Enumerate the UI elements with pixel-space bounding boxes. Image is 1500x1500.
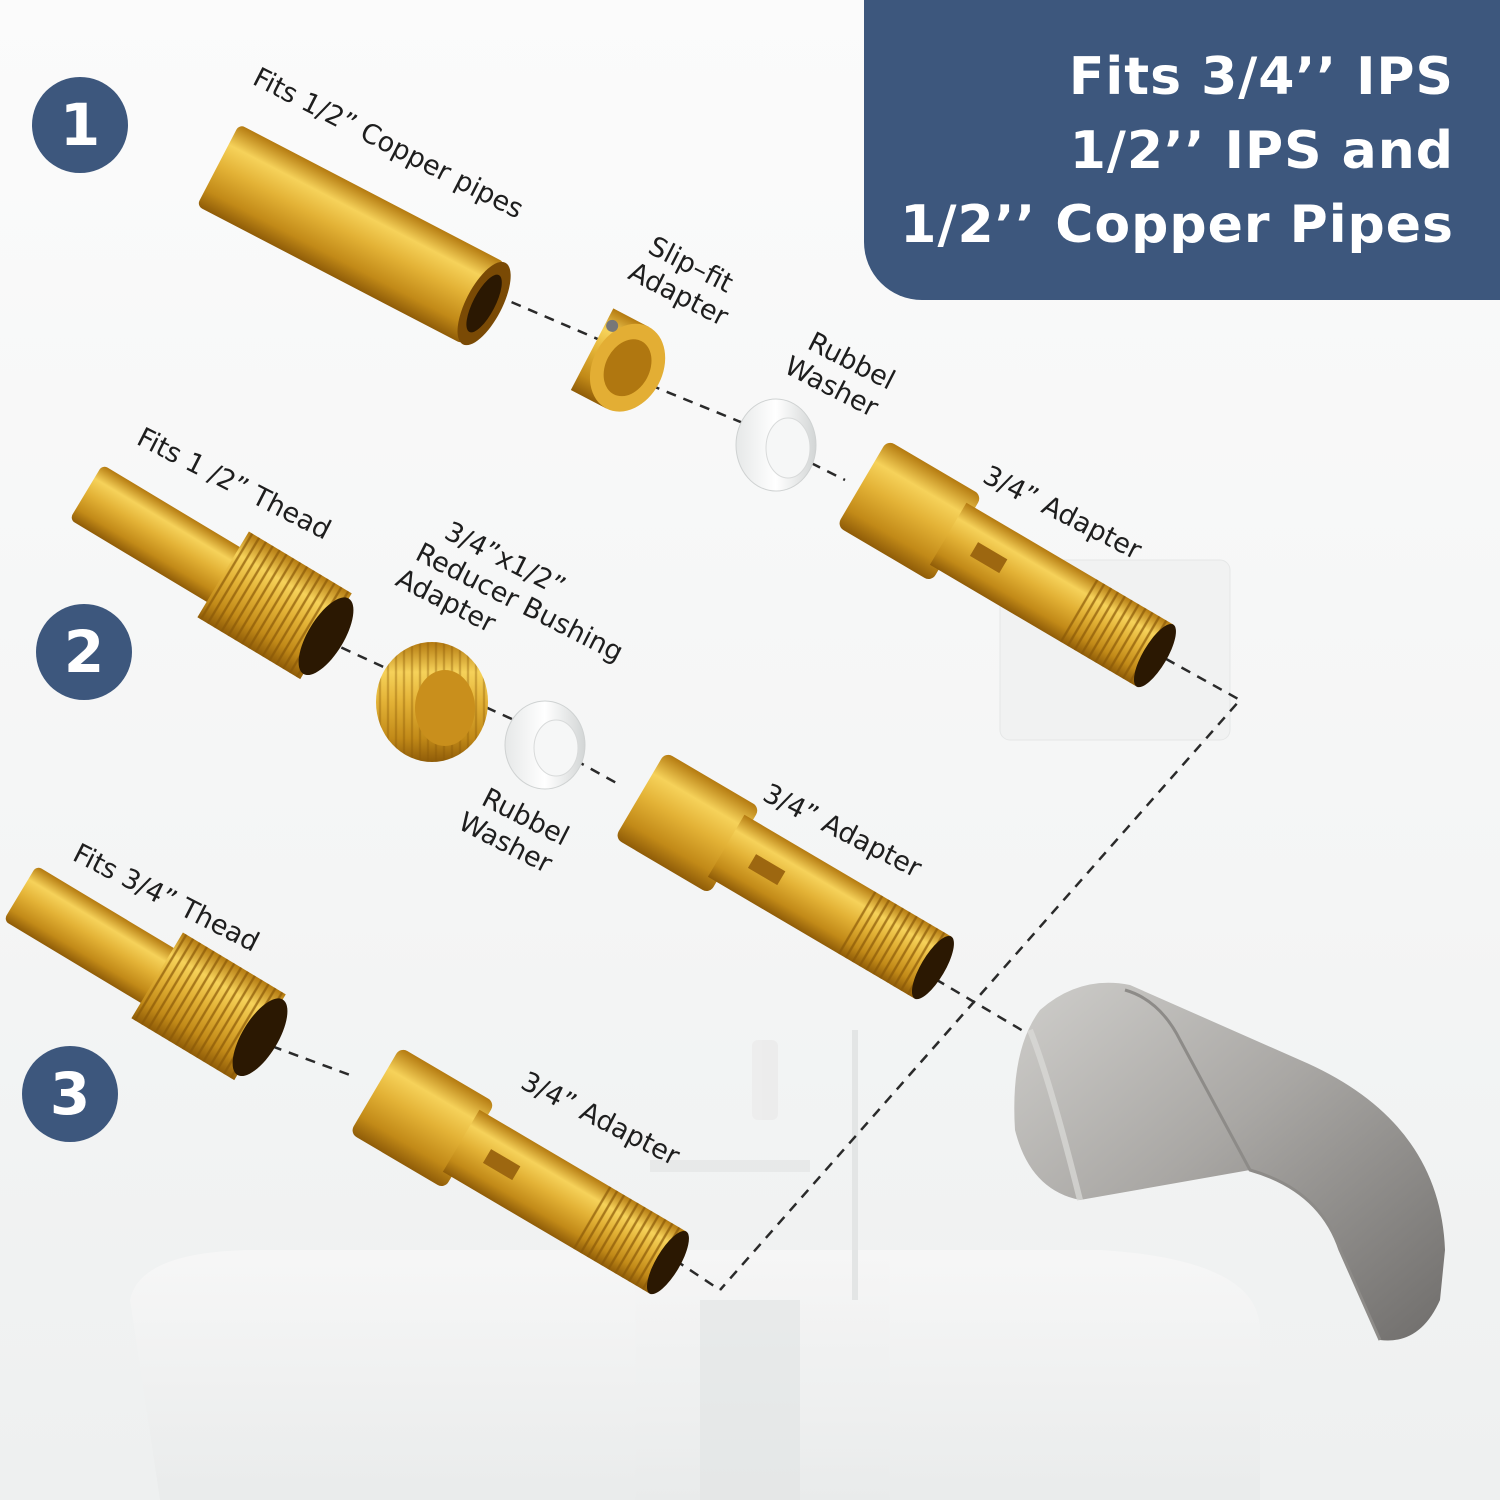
banner-line-2: 1/2’’ IPS and [1069, 121, 1454, 181]
fitment-banner: Fits 3/4’’ IPS 1/2’’ IPS and 1/2’’ Coppe… [864, 0, 1500, 300]
slip-fit-adapter [570, 308, 666, 412]
background-bathroom [130, 559, 1260, 1500]
banner-line-1: Fits 3/4’’ IPS [1068, 47, 1454, 107]
three-quarter-adapter [839, 442, 1176, 688]
step-3-badge: 3 [22, 1046, 118, 1142]
step-2-badge: 2 [36, 604, 132, 700]
reducer-bushing-adapter [376, 642, 488, 762]
three-quarter-adapter [352, 1049, 689, 1295]
half-inch-thread-insert [71, 466, 354, 680]
three-quarter-thread-insert [5, 867, 288, 1081]
rubber-washer [735, 398, 817, 492]
tub-spout [1014, 982, 1445, 1341]
rubber-washer [504, 700, 586, 790]
copper-pipe-insert [198, 126, 511, 346]
three-quarter-adapter [617, 754, 954, 1000]
step-1-badge: 1 [32, 77, 128, 173]
banner-line-3: 1/2’’ Copper Pipes [900, 195, 1454, 255]
